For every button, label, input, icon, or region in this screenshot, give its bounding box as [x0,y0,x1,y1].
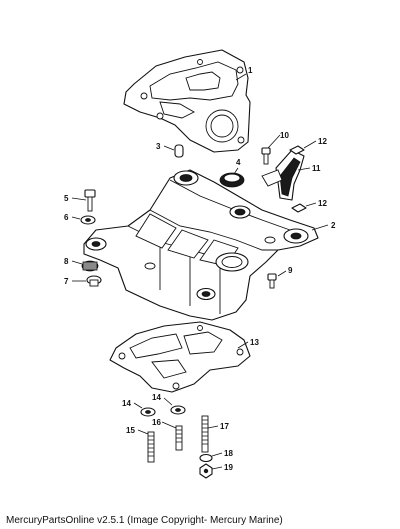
callout-14-left: 14 [122,399,131,408]
callout-numbers: 1 2 3 4 5 6 7 8 9 10 11 12 12 13 14 14 1… [64,66,336,472]
bracket [261,149,305,201]
screw-9 [267,273,277,289]
washer-6 [80,215,96,225]
screw-10 [261,147,271,165]
callout-4: 4 [236,158,241,167]
bolt-5 [84,189,96,212]
stud-16 [175,425,183,451]
callout-13: 13 [250,338,259,347]
callout-11: 11 [312,164,321,173]
copyright-footer: MercuryPartsOnline v2.5.1 (Image Copyrig… [6,515,283,526]
washer-18 [199,453,213,463]
square-nut-top [289,145,305,155]
callout-6: 6 [64,213,69,222]
stud-17 [201,415,209,453]
bushing-7 [86,275,102,287]
callout-19: 19 [224,463,233,472]
callout-8: 8 [64,257,69,266]
callout-18: 18 [224,449,233,458]
bottom-gasket [109,321,251,393]
callout-12-bottom: 12 [318,199,327,208]
callout-12-top: 12 [318,137,327,146]
callout-15: 15 [126,426,135,435]
dowel-pin [174,144,184,158]
callout-9: 9 [288,266,293,275]
adapter-plate-housing [83,169,319,321]
top-gasket [123,49,251,153]
callout-14-right: 14 [152,393,161,402]
washer-14a [140,407,156,417]
callout-10: 10 [280,131,289,140]
leader-lines [71,73,329,470]
callout-3: 3 [156,142,161,151]
stud-15 [147,431,155,463]
callout-17: 17 [220,422,229,431]
callout-16: 16 [152,418,161,427]
washer-14b [170,405,186,415]
callout-7: 7 [64,277,69,286]
callout-2: 2 [331,221,336,230]
callout-5: 5 [64,194,69,203]
seal-ring [219,172,245,188]
mount-8 [81,260,99,272]
callout-1: 1 [248,66,253,75]
square-nut-bottom [291,203,307,213]
nut-19 [199,463,213,479]
